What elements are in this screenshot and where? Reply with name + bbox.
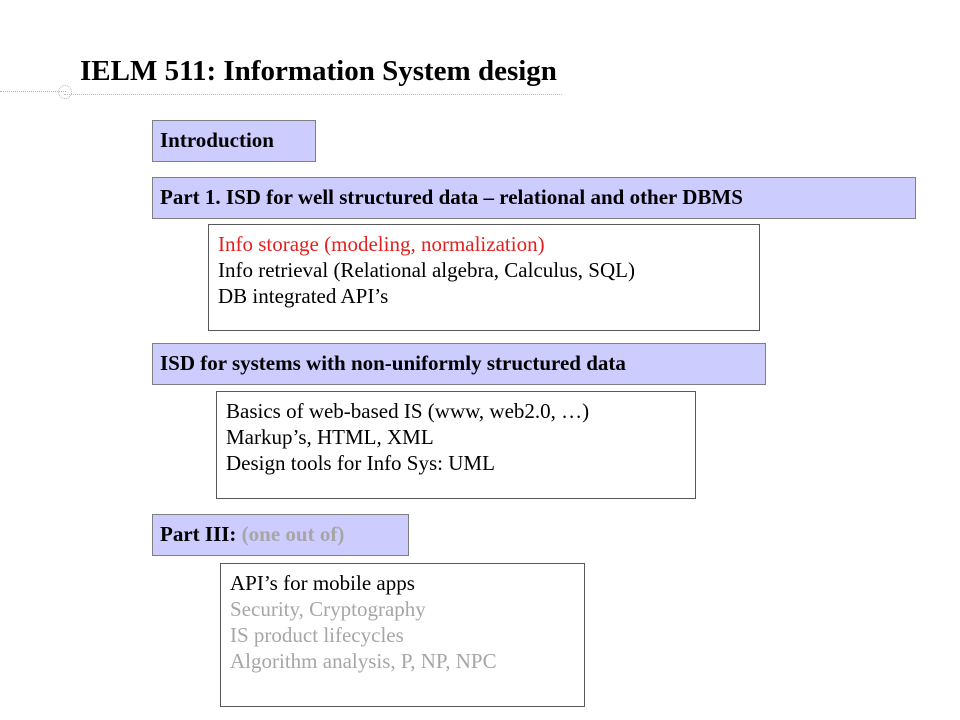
section-heading-introduction: Introduction [152, 120, 316, 162]
title-rule-left [0, 91, 66, 92]
list-item: API’s for mobile apps [230, 571, 415, 595]
list-item: Info retrieval (Relational algebra, Calc… [218, 258, 635, 282]
section-heading-note: (one out of) [241, 522, 345, 546]
part-1-topic-list: Info storage (modeling, normalization) I… [208, 224, 760, 331]
list-item: Markup’s, HTML, XML [226, 425, 434, 449]
part-3-topic-list: API’s for mobile apps Security, Cryptogr… [220, 563, 585, 707]
section-heading-part-3: Part III: (one out of) [152, 514, 409, 556]
title-rule [64, 94, 562, 95]
section-heading-part-1: Part 1. ISD for well structured data – r… [152, 177, 916, 219]
section-heading-label: Part III: [160, 522, 237, 546]
list-item: Design tools for Info Sys: UML [226, 451, 495, 475]
title-rule-node [58, 85, 72, 99]
list-item: Algorithm analysis, P, NP, NPC [230, 649, 497, 673]
list-item: IS product lifecycles [230, 623, 404, 647]
part-2-topic-list: Basics of web-based IS (www, web2.0, …) … [216, 391, 696, 499]
slide-title: IELM 511: Information System design [80, 55, 557, 87]
section-heading-label: Part 1. ISD for well structured data – r… [160, 185, 743, 209]
section-heading-non-uniform-data: ISD for systems with non-uniformly struc… [152, 343, 766, 385]
list-item: Basics of web-based IS (www, web2.0, …) [226, 399, 590, 423]
list-item: Info storage (modeling, normalization) [218, 232, 545, 256]
list-item: DB integrated API’s [218, 284, 389, 308]
section-heading-label: ISD for systems with non-uniformly struc… [160, 351, 626, 375]
list-item: Security, Cryptography [230, 597, 426, 621]
section-heading-label: Introduction [160, 128, 274, 152]
